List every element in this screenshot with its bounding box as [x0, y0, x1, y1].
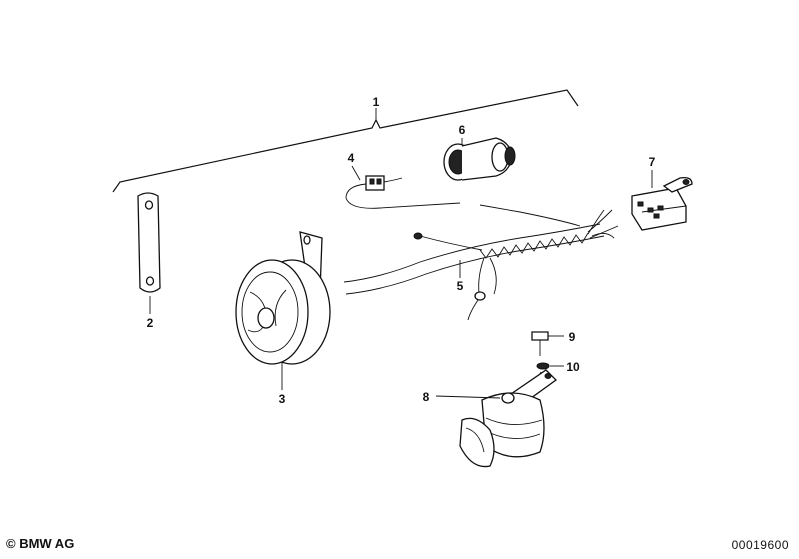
callout-9: 9: [569, 330, 576, 344]
kit-bracket: [112, 89, 579, 193]
callout-6: 6: [459, 123, 466, 137]
relay-part: [631, 170, 693, 231]
copyright-label: © BMW AG: [6, 536, 75, 551]
mounting-strap-part: [137, 192, 161, 314]
connector-part: [345, 165, 581, 227]
bolt-part: [531, 331, 564, 356]
compact-horn-part: [435, 369, 557, 468]
horn-part: [235, 231, 331, 390]
wiring-harness-part: [343, 209, 619, 321]
socket-part: [443, 137, 516, 181]
callout-4: 4: [348, 151, 355, 165]
callout-1: 1: [373, 95, 380, 109]
callout-2: 2: [147, 316, 154, 330]
callout-10: 10: [566, 360, 580, 374]
callout-3: 3: [279, 392, 286, 406]
callout-7: 7: [649, 155, 656, 169]
callout-5: 5: [457, 279, 464, 293]
diagram-number: 00019600: [731, 538, 789, 552]
callout-8: 8: [423, 390, 430, 404]
